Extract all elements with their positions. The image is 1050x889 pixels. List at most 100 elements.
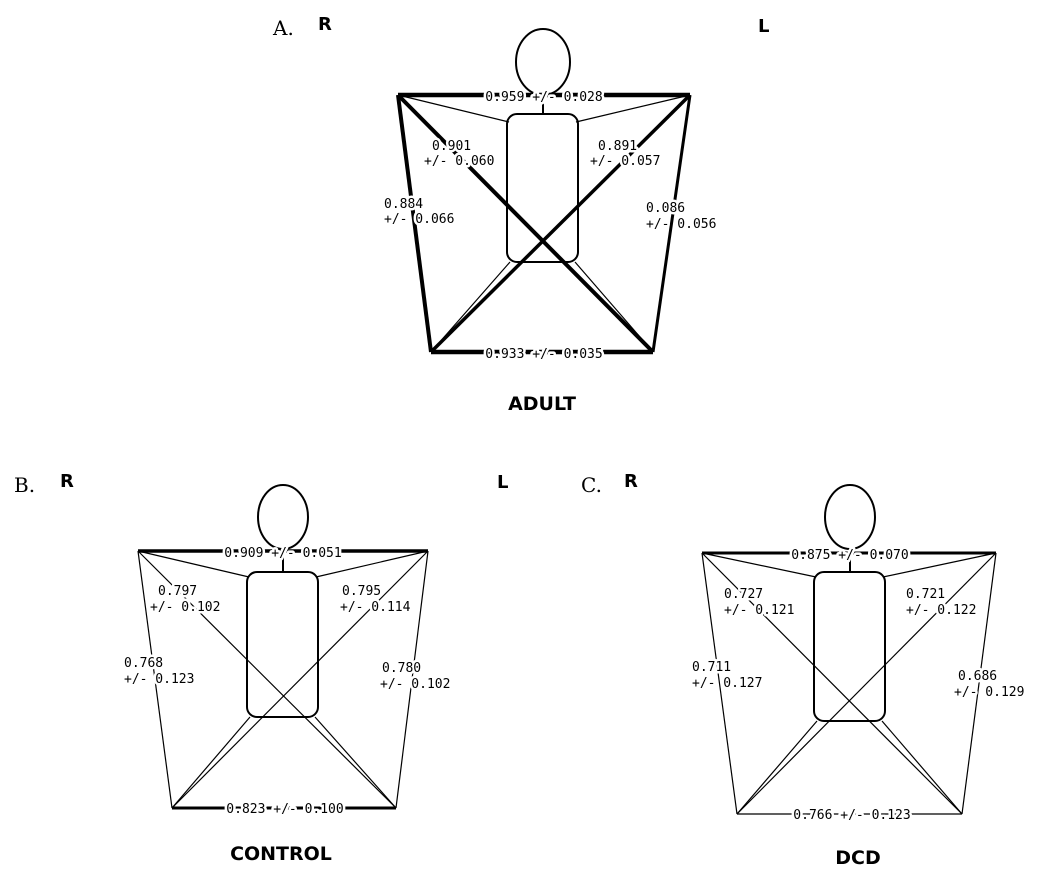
shoulder-link-left (575, 94, 691, 123)
hip-link-right (736, 720, 818, 815)
torso-outline (246, 571, 319, 718)
label-left-diag-value: 0.891 (598, 139, 637, 154)
connection-left-side (651, 94, 692, 353)
panel-letter: B. (14, 473, 35, 497)
label-left-side-value: 0.780 (382, 661, 421, 676)
label-right-side-halo2: +/- 0.123 (124, 672, 194, 687)
hip-link-left (881, 720, 963, 815)
label-right-side-value: 0.711 (692, 660, 731, 675)
label-right-diag-halo2: +/- 0.060 (424, 154, 494, 169)
label-right-diag-value: 0.901 (432, 139, 471, 154)
label-left-diag-halo: 0.891 (598, 139, 637, 154)
label-right-side-halo: 0.768 (124, 656, 163, 671)
label-right-side-error: +/- 0.123 (124, 672, 194, 687)
group-title: CONTROL (230, 843, 332, 865)
connection-left-diagonal (429, 93, 692, 354)
connection-right-side (396, 94, 433, 353)
shoulder-link-right (137, 550, 250, 578)
label-right-diag-halo: 0.901 (432, 139, 471, 154)
label-top: 0.959 +/- 0.028 (485, 90, 602, 105)
label-right-diag-value: 0.727 (724, 587, 763, 602)
label-top-halo: 0.875 +/- 0.070 (791, 548, 908, 563)
label-right-diag-halo: 0.797 (158, 584, 197, 599)
label-left-diag-halo: 0.721 (906, 587, 945, 602)
label-bottom-halo: 0.823 +/- 0.100 (226, 802, 343, 817)
label-right-diag-error: +/- 0.060 (424, 154, 494, 169)
label-right-side-halo2: +/- 0.127 (692, 676, 762, 691)
label-top: 0.909 +/- 0.051 (224, 546, 341, 561)
label-right-side-error: +/- 0.127 (692, 676, 762, 691)
shoulder-link-right (397, 94, 510, 123)
connection-right-diagonal (396, 93, 655, 354)
group-title: ADULT (508, 393, 576, 415)
panel-dcd: C. R 0.875 +/- 0.070 0.875 +/- 0.070 0.7… (581, 471, 1027, 869)
label-left-diag-halo2: +/- 0.114 (340, 600, 411, 615)
label-left-diag-error: +/- 0.114 (340, 600, 411, 615)
label-right-side-value: 0.884 (384, 197, 423, 212)
label-bottom: 0.933 +/- 0.035 (485, 347, 602, 362)
panel-letter: A. (272, 16, 294, 40)
label-right-diag-halo2: +/- 0.121 (724, 603, 794, 618)
label-right-side-halo2: +/- 0.066 (384, 212, 454, 227)
right-side-label: R (60, 471, 74, 492)
shoulder-link-left (315, 550, 429, 578)
group-title: DCD (835, 847, 881, 869)
label-right-diag-halo2: +/- 0.102 (150, 600, 220, 615)
torso-outline (813, 571, 886, 722)
label-left-diag-halo2: +/- 0.122 (906, 603, 976, 618)
label-left-diag-value: 0.795 (342, 584, 381, 599)
hip-link-right (171, 716, 251, 809)
label-right-side-halo: 0.884 (384, 197, 423, 212)
head-outline (824, 484, 876, 550)
panel-adult: A. R L 0.959 +/- 0.028 0.959 +/- 0.028 0… (272, 14, 769, 415)
label-right-side-halo: 0.711 (692, 660, 731, 675)
hip-link-left (314, 716, 397, 809)
label-left-side-error: +/- 0.129 (954, 685, 1024, 700)
label-left-side-value: 0.686 (958, 669, 997, 684)
right-side-label: R (624, 471, 638, 492)
label-left-diag-halo: 0.795 (342, 584, 381, 599)
label-right-diag-error: +/- 0.121 (724, 603, 794, 618)
connection-right-diagonal (701, 552, 963, 815)
label-left-side-value: 0.086 (646, 201, 685, 216)
label-left-side-halo: 0.780 (382, 661, 421, 676)
label-left-side-halo: 0.086 (646, 201, 685, 216)
right-side-label: R (318, 14, 332, 35)
label-right-diag-error: +/- 0.102 (150, 600, 220, 615)
head-outline (515, 28, 571, 96)
label-left-side-halo2: +/- 0.056 (646, 217, 716, 232)
connection-left-diagonal (736, 552, 997, 815)
label-left-diag-error: +/- 0.122 (906, 603, 976, 618)
label-right-diag-value: 0.797 (158, 584, 197, 599)
connection-right-side (137, 550, 173, 809)
label-left-diag-halo2: +/- 0.057 (590, 154, 660, 169)
label-right-diag-halo: 0.727 (724, 587, 763, 602)
label-top-halo: 0.959 +/- 0.028 (485, 90, 602, 105)
label-top-halo: 0.909 +/- 0.051 (224, 546, 341, 561)
connection-right-diagonal (137, 550, 397, 809)
label-bottom-halo: 0.766 +/- 0.123 (793, 808, 910, 823)
shoulder-link-right (701, 552, 817, 578)
label-right-side-value: 0.768 (124, 656, 163, 671)
label-bottom: 0.823 +/- 0.100 (226, 802, 343, 817)
shoulder-link-left (882, 552, 997, 578)
panel-letter: C. (581, 473, 602, 497)
label-bottom: 0.766 +/- 0.123 (793, 808, 910, 823)
label-left-side-halo2: +/- 0.129 (954, 685, 1024, 700)
left-side-label: L (758, 16, 769, 37)
label-left-side-error: +/- 0.056 (646, 217, 716, 232)
connection-left-diagonal (171, 550, 429, 809)
connection-left-side (961, 552, 997, 815)
label-left-diag-value: 0.721 (906, 587, 945, 602)
label-left-side-halo: 0.686 (958, 669, 997, 684)
connection-left-side (395, 550, 429, 809)
label-top: 0.875 +/- 0.070 (791, 548, 908, 563)
label-left-diag-error: +/- 0.057 (590, 154, 660, 169)
panel-control: B. R L 0.909 +/- 0.051 0.909 +/- 0.051 0… (14, 471, 508, 865)
connection-right-side (701, 552, 738, 815)
label-bottom-halo: 0.933 +/- 0.035 (485, 347, 602, 362)
label-left-side-error: +/- 0.102 (380, 677, 450, 692)
label-left-side-halo2: +/- 0.102 (380, 677, 450, 692)
head-outline (257, 484, 309, 550)
